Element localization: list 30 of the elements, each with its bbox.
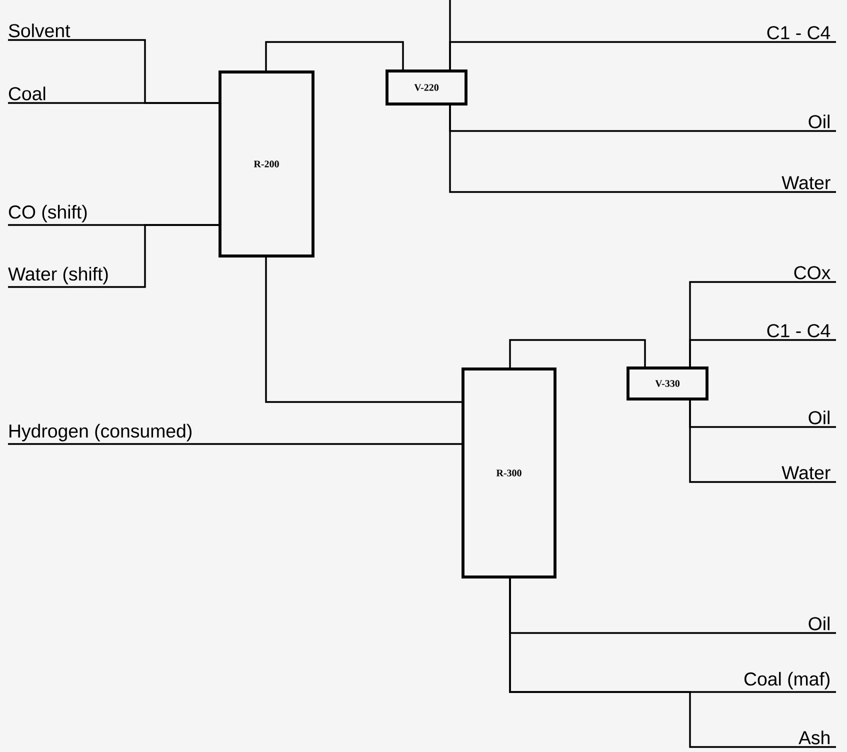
- vessel-box: V-220: [386, 70, 468, 106]
- stream-label: COx: [794, 266, 830, 280]
- stream-label: Oil: [808, 114, 830, 128]
- stream-label: Hydrogen (consumed): [10, 424, 192, 442]
- stream-label: C1 - C4: [767, 26, 830, 40]
- process-line: [8, 224, 220, 288]
- stream-label: Solvent: [8, 24, 70, 38]
- process-line: [265, 256, 463, 403]
- process-line: [689, 339, 836, 368]
- stream-label: Ash: [798, 730, 830, 744]
- process-line: [509, 577, 836, 748]
- vessel-box: V-330: [626, 366, 708, 400]
- stream-label: CO (shift): [8, 204, 87, 222]
- reactor-box: R-300: [462, 368, 556, 578]
- stream-label: Water: [782, 176, 830, 190]
- stream-label: Coal: [8, 86, 46, 100]
- process-line: [449, 41, 836, 71]
- stream-label: Oil: [808, 616, 830, 630]
- process-line: [689, 399, 836, 483]
- process-line: [8, 102, 220, 104]
- process-line: [509, 339, 646, 369]
- reactor-box: R-200: [218, 70, 314, 258]
- process-line: [8, 443, 463, 445]
- stream-label: Coal (maf): [744, 672, 830, 690]
- process-line: [265, 41, 404, 72]
- stream-label: Oil: [808, 410, 830, 424]
- stream-label: Water (shift): [8, 266, 108, 284]
- process-line: [449, 104, 836, 193]
- stream-label: C1 - C4: [767, 324, 830, 338]
- stream-label: Water: [782, 466, 830, 480]
